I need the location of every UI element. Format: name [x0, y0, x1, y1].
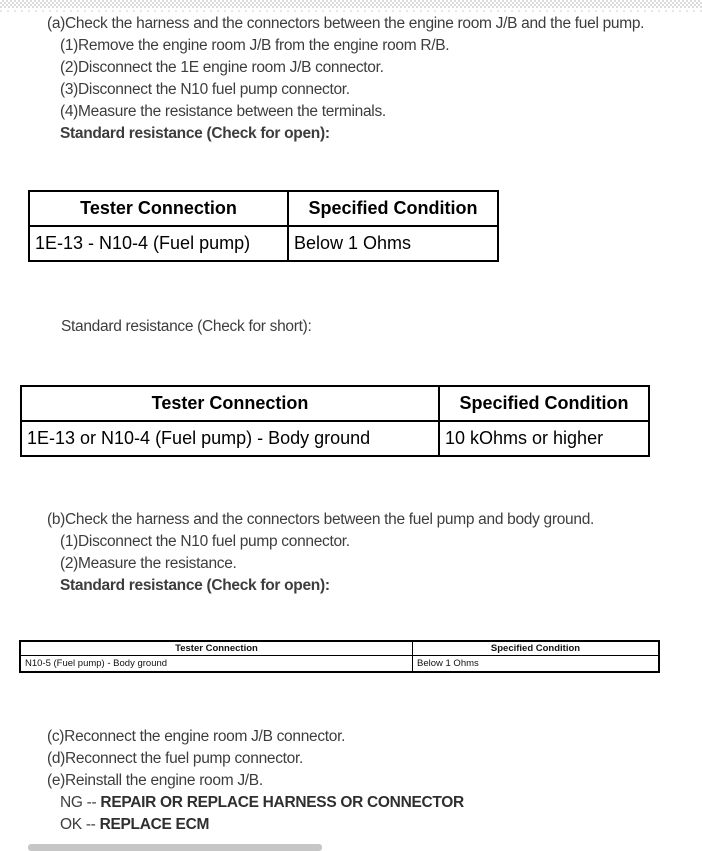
top-border-pattern [0, 0, 702, 8]
substep-a2: (2)Disconnect the 1E engine room J/B con… [60, 59, 384, 76]
resistance-table-open-b: Tester Connection Specified Condition N1… [20, 641, 659, 672]
step-a: (a)Check the harness and the connectors … [47, 15, 645, 32]
result-ng-line: NG -- REPAIR OR REPLACE HARNESS OR CONNE… [60, 792, 464, 814]
step-c: (c)Reconnect the engine room J/B connect… [47, 728, 346, 745]
substep-b2: (2)Measure the resistance. [60, 555, 237, 572]
top-border-dots [0, 10, 702, 12]
standard-resistance-short-note: Standard resistance (Check for short): [61, 318, 312, 335]
specified-condition-value: Below 1 Ohms [287, 225, 499, 262]
tester-connection-header: Tester Connection [28, 190, 289, 227]
standard-resistance-open-note-a: Standard resistance (Check for open): [60, 125, 330, 142]
tester-connection-header: Tester Connection [20, 641, 413, 656]
table-row: N10-5 (Fuel pump) - Body ground Below 1 … [20, 655, 659, 672]
procedure-section-a: (a)Check the harness and the connectors … [47, 13, 644, 145]
result-ng-label: NG [60, 794, 83, 811]
result-ok-action: REPLACE ECM [99, 816, 210, 833]
specified-condition-header: Specified Condition [287, 190, 499, 227]
substep-a1: (1)Remove the engine room J/B from the e… [60, 37, 450, 54]
tester-connection-header: Tester Connection [20, 385, 440, 422]
procedure-section-b: (b)Check the harness and the connectors … [47, 509, 594, 597]
step-e: (e)Reinstall the engine room J/B. [47, 772, 263, 789]
result-ng-separator: -- [86, 794, 97, 811]
table-header-row: Tester Connection Specified Condition [20, 385, 650, 422]
substep-a3: (3)Disconnect the N10 fuel pump connecto… [60, 81, 350, 98]
table-row: 1E-13 or N10-4 (Fuel pump) - Body ground… [20, 420, 650, 457]
table-header-row: Tester Connection Specified Condition [28, 190, 499, 227]
result-ok-label: OK [60, 816, 82, 833]
result-ng-action: REPAIR OR REPLACE HARNESS OR CONNECTOR [100, 794, 464, 811]
substep-b1: (1)Disconnect the N10 fuel pump connecto… [60, 533, 350, 550]
step-b: (b)Check the harness and the connectors … [47, 511, 595, 528]
substep-a4: (4)Measure the resistance between the te… [60, 103, 386, 120]
resistance-table-short: Tester Connection Specified Condition 1E… [20, 385, 650, 457]
step-d: (d)Reconnect the fuel pump connector. [47, 750, 304, 767]
resistance-table-open-a: Tester Connection Specified Condition 1E… [28, 190, 499, 262]
result-ok-separator: -- [85, 816, 96, 833]
tester-connection-value: 1E-13 - N10-4 (Fuel pump) [28, 225, 289, 262]
specified-condition-value: 10 kOhms or higher [438, 420, 650, 457]
table-header-row: Tester Connection Specified Condition [20, 641, 659, 656]
specified-condition-header: Specified Condition [412, 641, 659, 656]
specified-condition-header: Specified Condition [438, 385, 650, 422]
table-row: 1E-13 - N10-4 (Fuel pump) Below 1 Ohms [28, 225, 499, 262]
procedure-section-final: (c)Reconnect the engine room J/B connect… [47, 726, 464, 836]
specified-condition-value: Below 1 Ohms [412, 655, 659, 672]
horizontal-scrollbar-thumb[interactable] [28, 844, 322, 851]
result-ok-line: OK -- REPLACE ECM [60, 814, 464, 836]
standard-resistance-open-note-b: Standard resistance (Check for open): [60, 577, 330, 594]
tester-connection-value: N10-5 (Fuel pump) - Body ground [20, 655, 413, 672]
tester-connection-value: 1E-13 or N10-4 (Fuel pump) - Body ground [20, 420, 440, 457]
